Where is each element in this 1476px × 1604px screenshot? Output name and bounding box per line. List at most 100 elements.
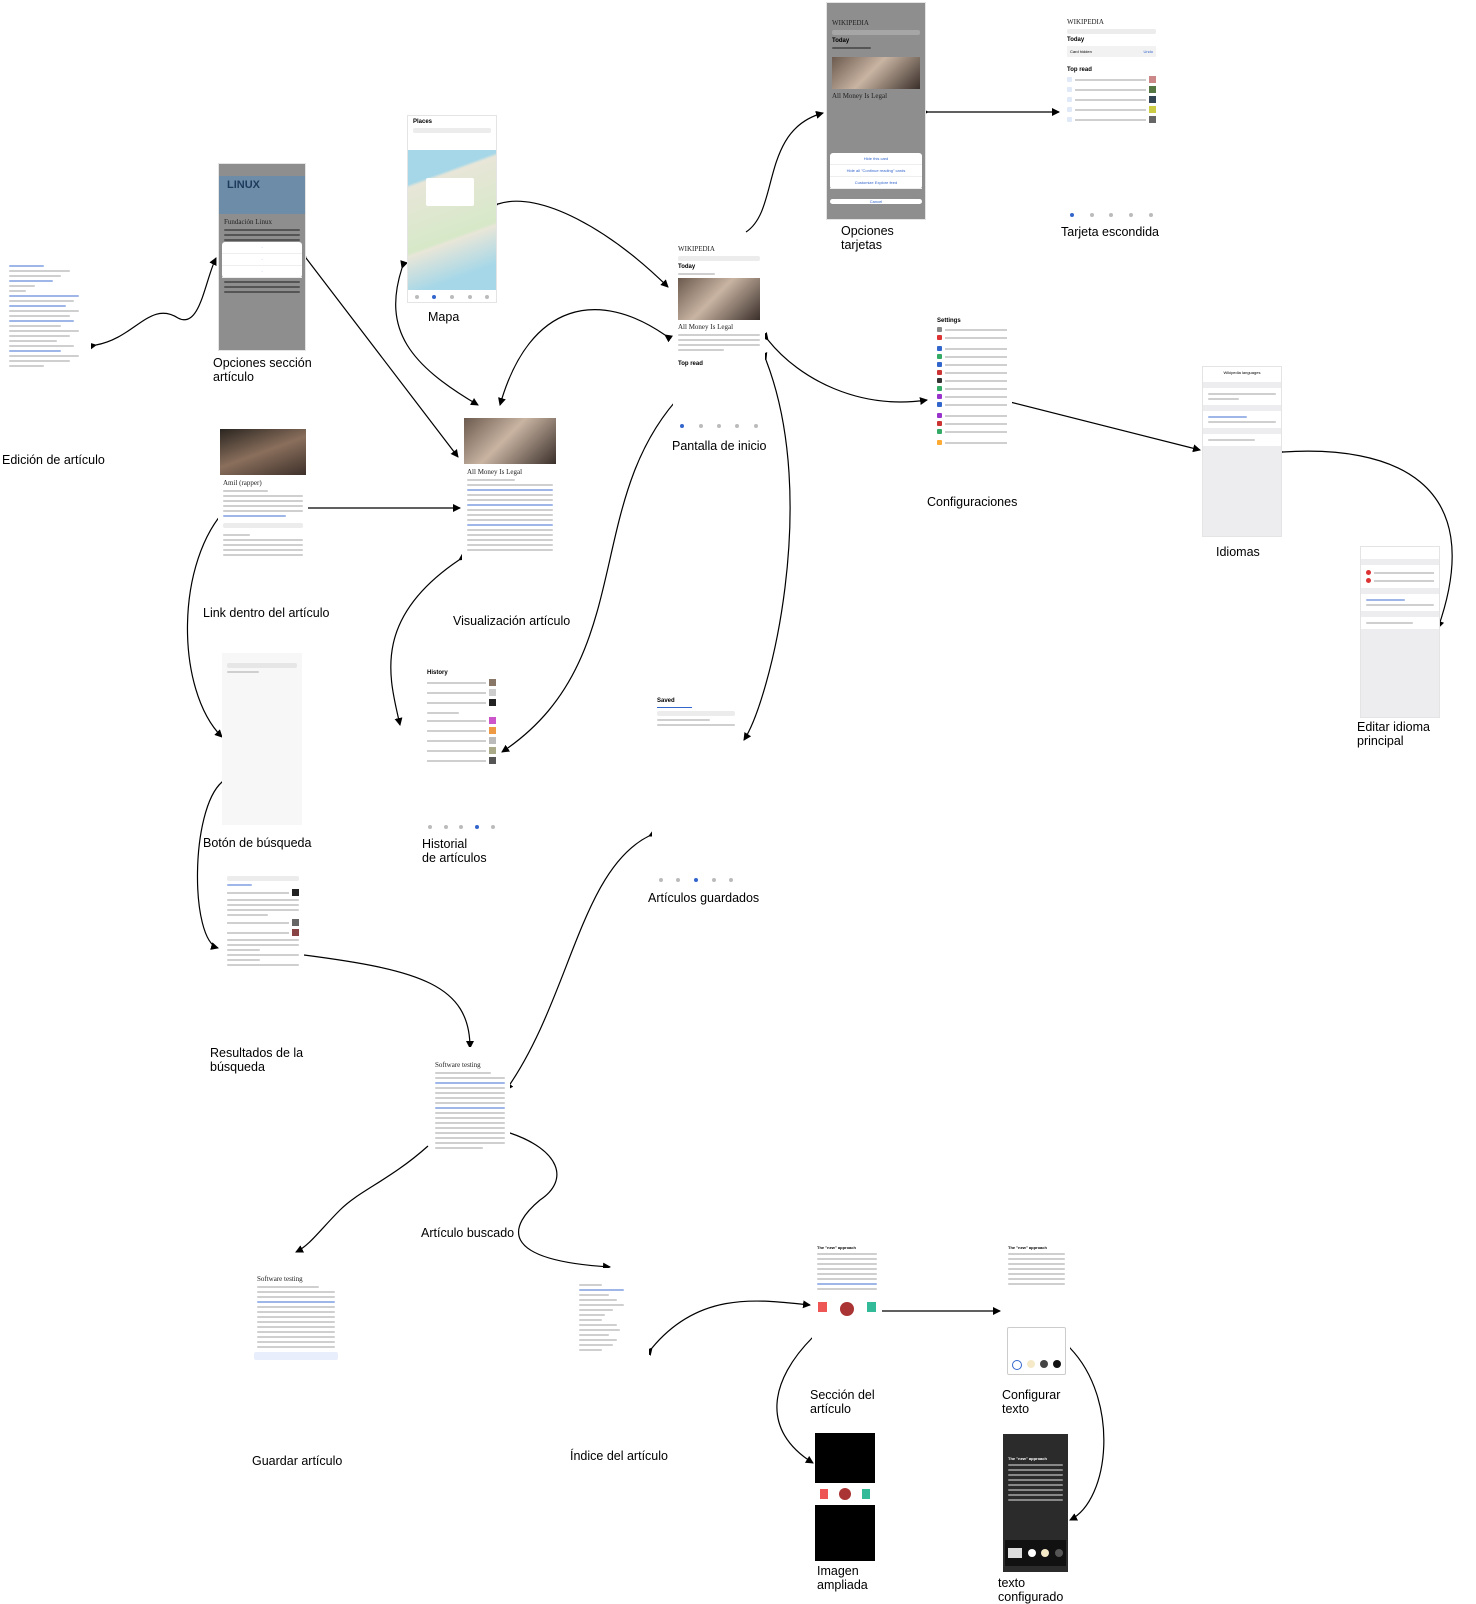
found-article-title: Software testing [435,1061,481,1069]
caption-linked-article: Link dentro del artículo [203,606,330,620]
caption-found-article: Artículo buscado [421,1226,515,1240]
screen-linked-article: Amil (rapper) [218,417,308,597]
linked-article-title: Amil (rapper) [223,479,262,487]
wikipedia-logo: WIKIPEDIA [1067,18,1104,26]
cancel-option[interactable]: Cancel [830,199,922,204]
hide-all-option[interactable]: Hide all "Continue reading" cards [830,165,922,177]
card-hidden-label: Card hidden [1070,49,1092,54]
screen-settings: Settings [932,315,1012,487]
caption-line: Sección del [810,1388,875,1402]
screen-edit-language [1360,546,1440,718]
caption-line: Editar idioma [1357,720,1430,734]
arrow-home-to-history [501,385,691,753]
caption-line: de artículos [422,851,487,865]
caption-line: configurado [998,1590,1064,1604]
places-title: Places [413,119,433,125]
screen-save-article: Software testing [252,1255,340,1445]
caption-line: Opciones [841,224,894,238]
arrow-found-to-save [295,1145,429,1253]
arrow-saved-to-found [505,829,658,1091]
dark-section-heading: The "new" approach [1008,1456,1047,1461]
caption-map: Mapa [428,310,460,324]
caption-line: Resultados de la [210,1046,304,1060]
history-title: History [427,670,448,676]
customize-option[interactable]: Customize Explore feed [830,177,922,189]
arrow-settings-to-languages [1002,396,1201,453]
screen-search-results [222,870,304,1040]
config-section-heading: The "new" approach [1008,1245,1047,1250]
screen-article-edit [4,262,91,447]
arrow-home-to-saved [743,352,791,741]
today-label: Today [678,264,696,270]
languages-title: Wikipedia languages [1203,367,1281,382]
screen-enlarged-image [815,1433,875,1561]
article-view-title: All Money Is Legal [467,468,523,476]
screen-saved: Saved [652,695,740,885]
caption-hidden-card: Tarjeta escondida [1061,225,1159,239]
section-heading: The "new" approach [817,1245,856,1250]
caption-article-edit: Edición de artículo [2,453,105,467]
arrow-search-to-results [196,774,230,950]
screen-text-configured: The "new" approach [1003,1434,1068,1572]
arrow-map-to-home [490,200,669,288]
arrow-map-to-view [395,260,479,406]
arrow-view-to-history [390,552,468,726]
caption-line: tarjetas [841,238,882,252]
screen-article-view: All Money Is Legal [462,408,558,608]
saved-title: Saved [657,698,675,704]
screen-search-button [222,653,302,825]
caption-line: búsqueda [210,1060,265,1074]
arrow-home-to-options [745,110,824,233]
arrow-found-to-index [502,1126,611,1271]
caption-line: Imagen [817,1564,859,1578]
arrow-index-to-section [644,1300,811,1356]
caption-line: texto [998,1576,1026,1590]
screen-languages: Wikipedia languages [1202,366,1282,537]
card-options-sheet[interactable]: Hide this card Hide all "Continue readin… [830,153,922,189]
map-view[interactable] [408,150,496,290]
caption-search-button: Botón de búsqueda [203,836,312,850]
section-title: Fundación Linux [224,218,273,226]
card-article-title: All Money Is Legal [832,92,888,100]
screen-section-options: LINUX Fundación Linux ··· [218,163,306,351]
caption-settings: Configuraciones [927,495,1018,509]
caption-saved: Artículos guardados [648,891,760,905]
settings-title: Settings [937,318,961,324]
screen-article-section: The "new" approach [812,1235,882,1383]
caption-line: Opciones sección [213,356,312,370]
caption-line: artículo [810,1402,851,1416]
screen-history: History [422,667,501,832]
screen-article-index [574,1268,649,1438]
screen-hidden-card: WIKIPEDIA Today Card hidden Undo Top rea… [1062,2,1161,220]
arrow-section-to-image [776,1329,821,1464]
arrow-languages-to-edit [1275,448,1453,629]
screen-text-config: The "new" approach [1003,1235,1070,1383]
caption-line: artículo [213,370,254,384]
save-article-title: Software testing [257,1275,303,1283]
caption-line: principal [1357,734,1404,748]
text-settings-panel[interactable] [1007,1327,1066,1375]
hide-card-option[interactable]: Hide this card [830,153,922,165]
arrow-config-to-configured [1062,1340,1105,1521]
featured-article-title[interactable]: All Money Is Legal [678,323,734,331]
caption-home: Pantalla de inicio [672,439,767,453]
caption-article-view: Visualización artículo [453,614,571,628]
screen-found-article: Software testing [430,1047,510,1222]
caption-line: Configurar [1002,1388,1061,1402]
arrow-link-to-search [186,499,236,738]
caption-line: Historial [422,837,468,851]
today-label: Today [1067,37,1085,43]
undo-button[interactable]: Undo [1143,49,1153,54]
arrow-edit-to-section [88,257,217,351]
arrow-home-to-view [498,309,674,406]
section-options-sheet[interactable]: ··· [222,242,302,278]
